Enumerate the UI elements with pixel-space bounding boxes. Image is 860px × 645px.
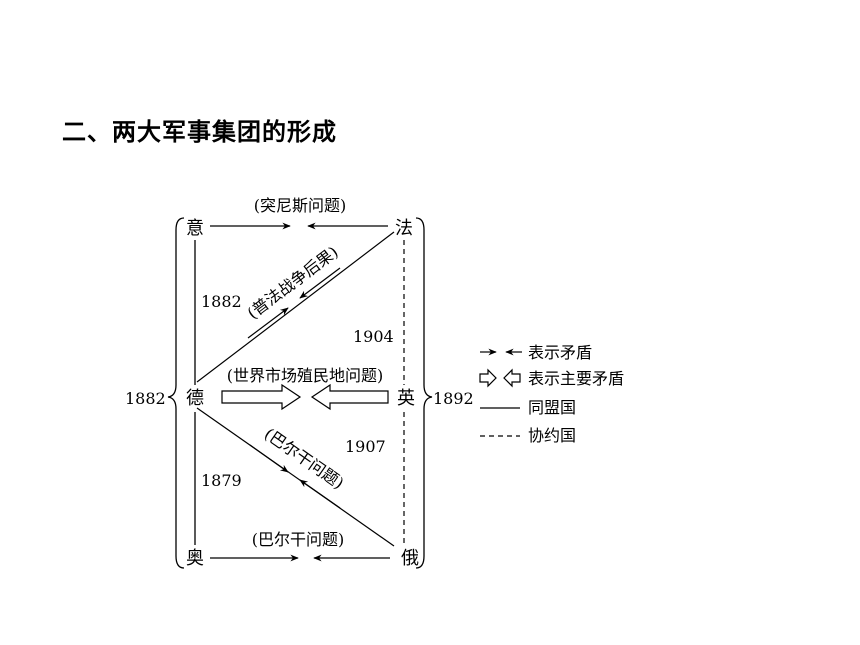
year-triple-alliance: 1882 [125, 389, 166, 408]
conflict-arrow-russia-germany [299, 479, 341, 509]
year-germany-austria: 1879 [201, 471, 242, 490]
node-italy: 意 [186, 218, 204, 239]
diagonal-line-germany-france [196, 231, 395, 383]
conflict-arrow-germany-russia [249, 444, 289, 473]
year-entente: 1892 [433, 389, 474, 408]
node-britain: 英 [397, 388, 415, 409]
right-brace [415, 217, 433, 569]
node-france: 法 [395, 218, 413, 239]
legend-major-arrow-right [479, 368, 497, 388]
diagonal-line-germany-russia [196, 407, 395, 547]
conflict-arrow-france-germany [299, 267, 341, 299]
page-title: 二、两大军事集团的形成 [62, 118, 337, 146]
major-conflict-arrow-right [221, 383, 302, 411]
major-conflict-arrow-left [310, 383, 389, 411]
label-tunisia: (突尼斯问题) [254, 196, 347, 215]
legend-alliance-label: 同盟国 [528, 398, 576, 417]
legend-conflict-label: 表示矛盾 [528, 343, 592, 362]
year-germany-italy: 1882 [201, 292, 242, 311]
label-colonial: (世界市场殖民地问题) [227, 366, 384, 385]
node-germany: 德 [186, 388, 204, 409]
label-balkan-bottom: (巴尔干问题) [252, 530, 345, 549]
legend: 表示矛盾 表示主要矛盾 同盟国 协约国 [479, 343, 624, 445]
legend-major-conflict-label: 表示主要矛盾 [528, 369, 624, 388]
left-brace [167, 217, 185, 569]
year-britain-russia: 1907 [345, 437, 386, 456]
legend-major-arrow-left [503, 368, 521, 388]
node-austria: 奥 [186, 548, 204, 569]
conflict-arrow-germany-france [247, 307, 289, 339]
legend-entente-label: 协约国 [528, 426, 576, 445]
year-france-britain: 1904 [353, 327, 394, 346]
node-russia: 俄 [401, 548, 419, 569]
